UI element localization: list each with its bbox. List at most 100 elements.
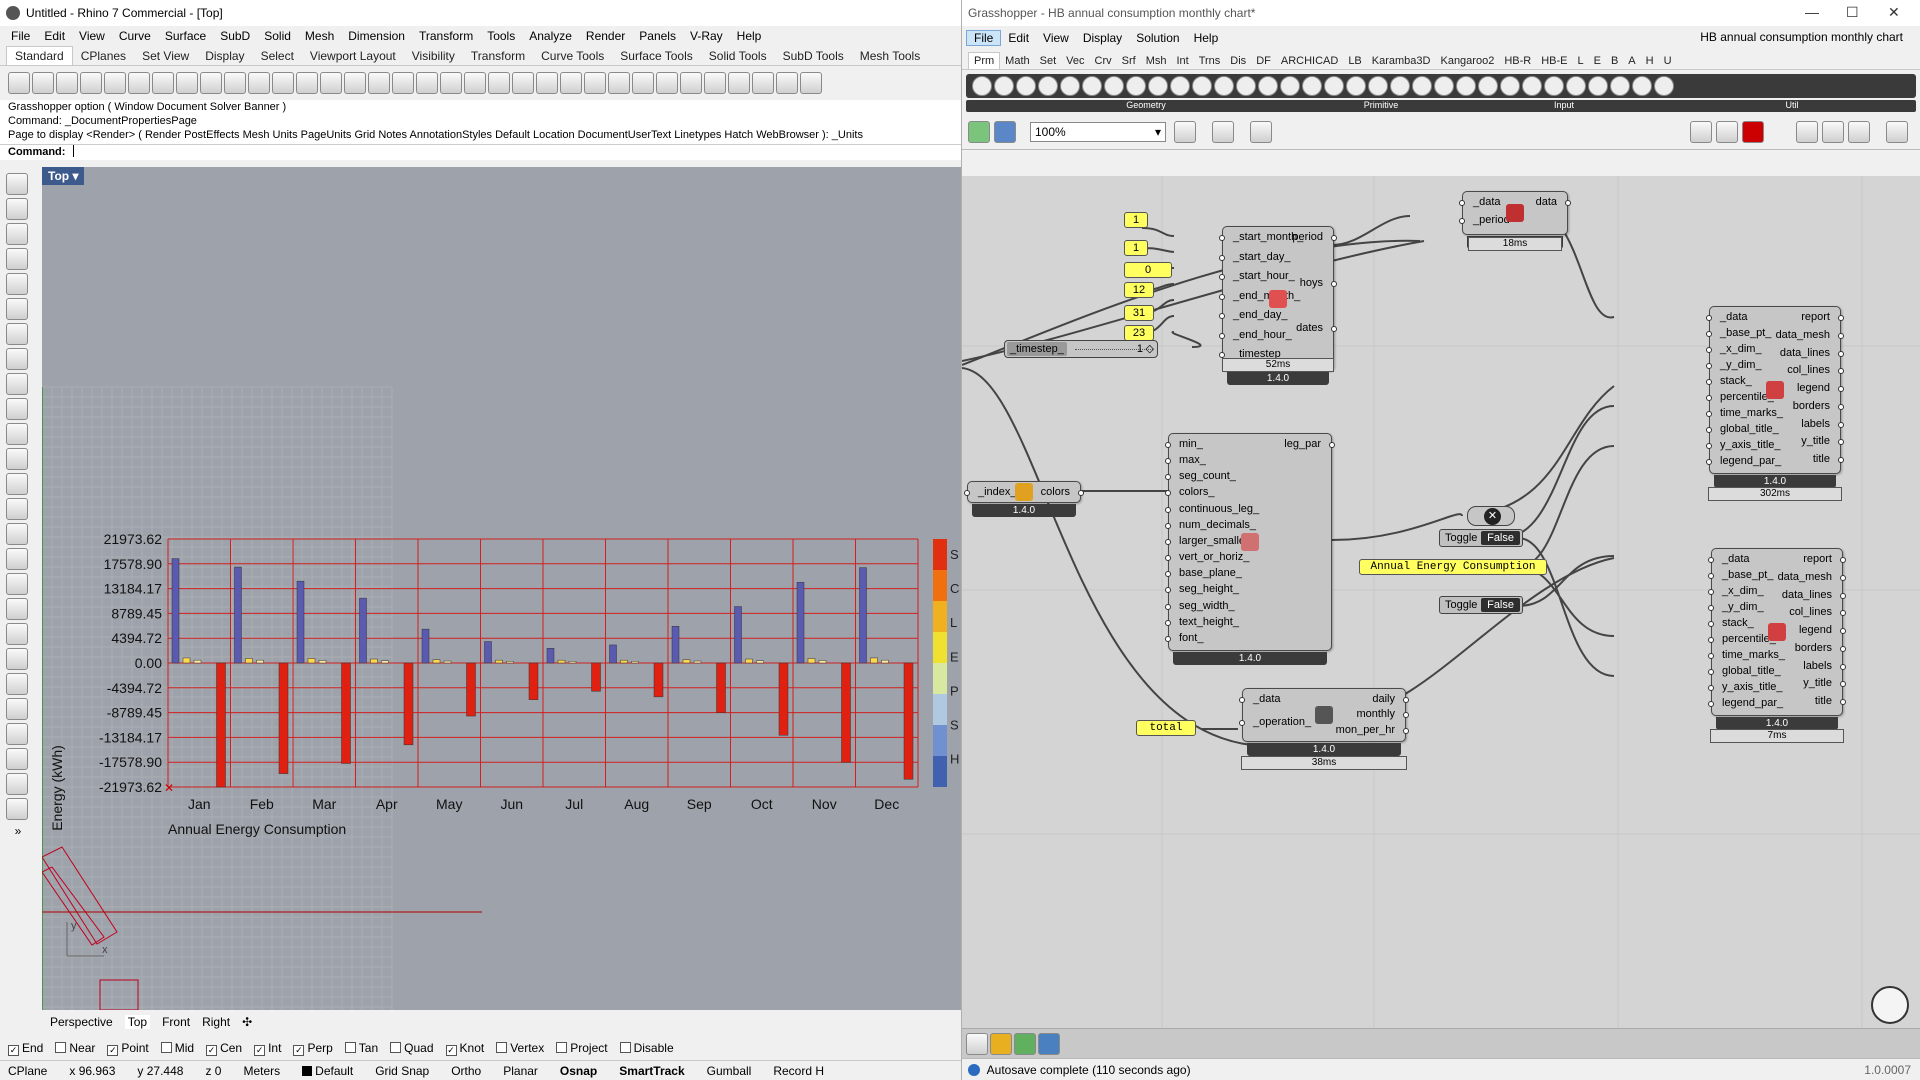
gh-menu-file[interactable]: File (966, 30, 1002, 46)
grasshopper-icon[interactable] (704, 72, 726, 94)
output-ytitle[interactable]: y_title (1801, 435, 1830, 448)
viewport-layout-icon[interactable] (392, 72, 414, 94)
status-gumball[interactable]: Gumball (706, 1063, 752, 1078)
output-report[interactable]: report (1801, 311, 1830, 323)
output-grip[interactable] (1840, 592, 1846, 599)
output-report[interactable]: report (1803, 553, 1832, 565)
gh-ribbon-component-icon[interactable] (1104, 76, 1124, 96)
osnap-knot[interactable]: ✓Knot (445, 1041, 484, 1056)
input-grip[interactable] (1708, 621, 1714, 627)
gh-tab-l[interactable]: L (1577, 55, 1584, 67)
zoom-selected-icon[interactable] (344, 72, 366, 94)
solver-icon[interactable] (1848, 121, 1870, 143)
input-textheight[interactable]: text_height_ (1179, 615, 1239, 628)
gh-ribbon-component-icon[interactable] (1500, 76, 1520, 96)
display-options-icon[interactable] (1886, 121, 1908, 143)
checkbox-icon[interactable]: ✓ (293, 1044, 305, 1056)
trim-icon[interactable] (6, 648, 28, 670)
input-grip[interactable] (1165, 555, 1171, 562)
rhino-tab-solid-tools[interactable]: Solid Tools (708, 49, 767, 63)
input-stack[interactable]: stack_ (1722, 617, 1754, 629)
input-grip[interactable] (1165, 522, 1171, 529)
gh-ribbon-component-icon[interactable] (1302, 76, 1322, 96)
rhino-tab-curve-tools[interactable]: Curve Tools (541, 49, 605, 63)
rhino-tab-standard[interactable]: Standard (6, 46, 73, 65)
rhino-tab-visibility[interactable]: Visibility (411, 49, 455, 63)
box-icon[interactable] (6, 448, 28, 470)
expand-toolbar-icon[interactable]: » (14, 824, 22, 838)
gh-ribbon-component-icon[interactable] (1390, 76, 1410, 96)
input-legendpar[interactable]: legend_par_ (1720, 455, 1782, 467)
input-grip[interactable] (1165, 474, 1171, 481)
input-grip[interactable] (1706, 363, 1712, 369)
preview-eye-icon[interactable] (1212, 121, 1234, 143)
gh-group-geometry[interactable]: Geometry (1126, 100, 1166, 110)
rotate-view-icon[interactable] (248, 72, 270, 94)
gh-tab-trns[interactable]: Trns (1198, 55, 1221, 67)
input-grip[interactable] (1708, 669, 1714, 675)
checkbox-icon[interactable] (390, 1042, 402, 1053)
input-baseplane[interactable]: base_plane_ (1179, 567, 1243, 580)
plugin-icon[interactable] (752, 72, 774, 94)
output-datamesh[interactable]: data_mesh (1775, 328, 1830, 341)
input-continuousleg[interactable]: continuous_leg_ (1179, 502, 1260, 515)
output-grip[interactable] (1838, 403, 1844, 410)
gh-tab-prm[interactable]: Prm (968, 52, 1001, 69)
status-ortho[interactable]: Ortho (451, 1063, 482, 1078)
copy-icon[interactable] (152, 72, 174, 94)
cut-icon[interactable] (128, 72, 150, 94)
output-grip[interactable] (1403, 697, 1409, 703)
point-icon[interactable] (6, 198, 28, 220)
gh-menu-solution[interactable]: Solution (1136, 31, 1180, 45)
output-collines[interactable]: col_lines (1789, 606, 1832, 619)
export-icon[interactable] (104, 72, 126, 94)
gh-group-input[interactable]: Input (1553, 100, 1575, 110)
viewport-tab-front[interactable]: Front (162, 1015, 191, 1029)
lock-icon[interactable] (560, 72, 582, 94)
input-grip[interactable] (1165, 571, 1171, 578)
pan-icon[interactable] (224, 72, 246, 94)
osnap-perp[interactable]: ✓Perp (293, 1041, 333, 1056)
arc-icon[interactable] (6, 373, 28, 395)
input-period[interactable]: _period (1473, 214, 1510, 226)
checkbox-icon[interactable]: ✓ (206, 1044, 218, 1056)
gh-ribbon-component-icon[interactable] (1654, 76, 1674, 96)
input-endhour[interactable]: _end_hour_ (1233, 328, 1292, 341)
output-grip[interactable] (1331, 326, 1337, 333)
rhino-tab-mesh-tools[interactable]: Mesh Tools (859, 49, 921, 63)
rhino-menu-transform[interactable]: Transform (418, 29, 474, 43)
input-grip[interactable] (1708, 589, 1714, 595)
output-grip[interactable] (1840, 628, 1846, 635)
bake-icon[interactable] (1796, 121, 1818, 143)
gh-tab-vec[interactable]: Vec (1066, 55, 1085, 67)
open-document-icon[interactable] (968, 121, 990, 143)
osnap-cen[interactable]: ✓Cen (206, 1041, 242, 1056)
gh-tab-dis[interactable]: Dis (1230, 55, 1247, 67)
gh-menu-display[interactable]: Display (1082, 31, 1123, 45)
fillet-icon[interactable] (6, 573, 28, 595)
status-record-history[interactable]: Record H (773, 1063, 825, 1078)
rhino-tab-display[interactable]: Display (205, 49, 245, 63)
save-icon[interactable] (56, 72, 78, 94)
output-datalines[interactable]: data_lines (1779, 346, 1830, 359)
output-datalines[interactable]: data_lines (1781, 588, 1832, 601)
layer-icon[interactable] (512, 72, 534, 94)
move-icon[interactable] (6, 598, 28, 620)
input-grip[interactable] (1706, 427, 1712, 433)
input-percentile[interactable]: percentile_ (1722, 633, 1776, 645)
output-datamesh[interactable]: data_mesh (1777, 570, 1832, 583)
monthly-chart-component-1[interactable]: _data_base_pt__x_dim__y_dim_stack_percen… (1706, 306, 1844, 488)
text-icon[interactable] (6, 698, 28, 720)
osnap-end[interactable]: ✓End (8, 1041, 43, 1056)
input-grip[interactable] (1706, 379, 1712, 385)
input-segcount[interactable]: seg_count_ (1179, 470, 1236, 483)
input-grip[interactable] (1239, 720, 1245, 726)
input-endday[interactable]: _end_day_ (1233, 309, 1288, 322)
gh-tab-hb-e[interactable]: HB-E (1541, 55, 1568, 67)
rhino-tab-cplanes[interactable]: CPlanes (80, 49, 127, 63)
start-month-panel[interactable]: 1 (1124, 212, 1148, 228)
output-title[interactable]: title (1814, 695, 1832, 708)
output-grip[interactable] (1840, 699, 1846, 706)
